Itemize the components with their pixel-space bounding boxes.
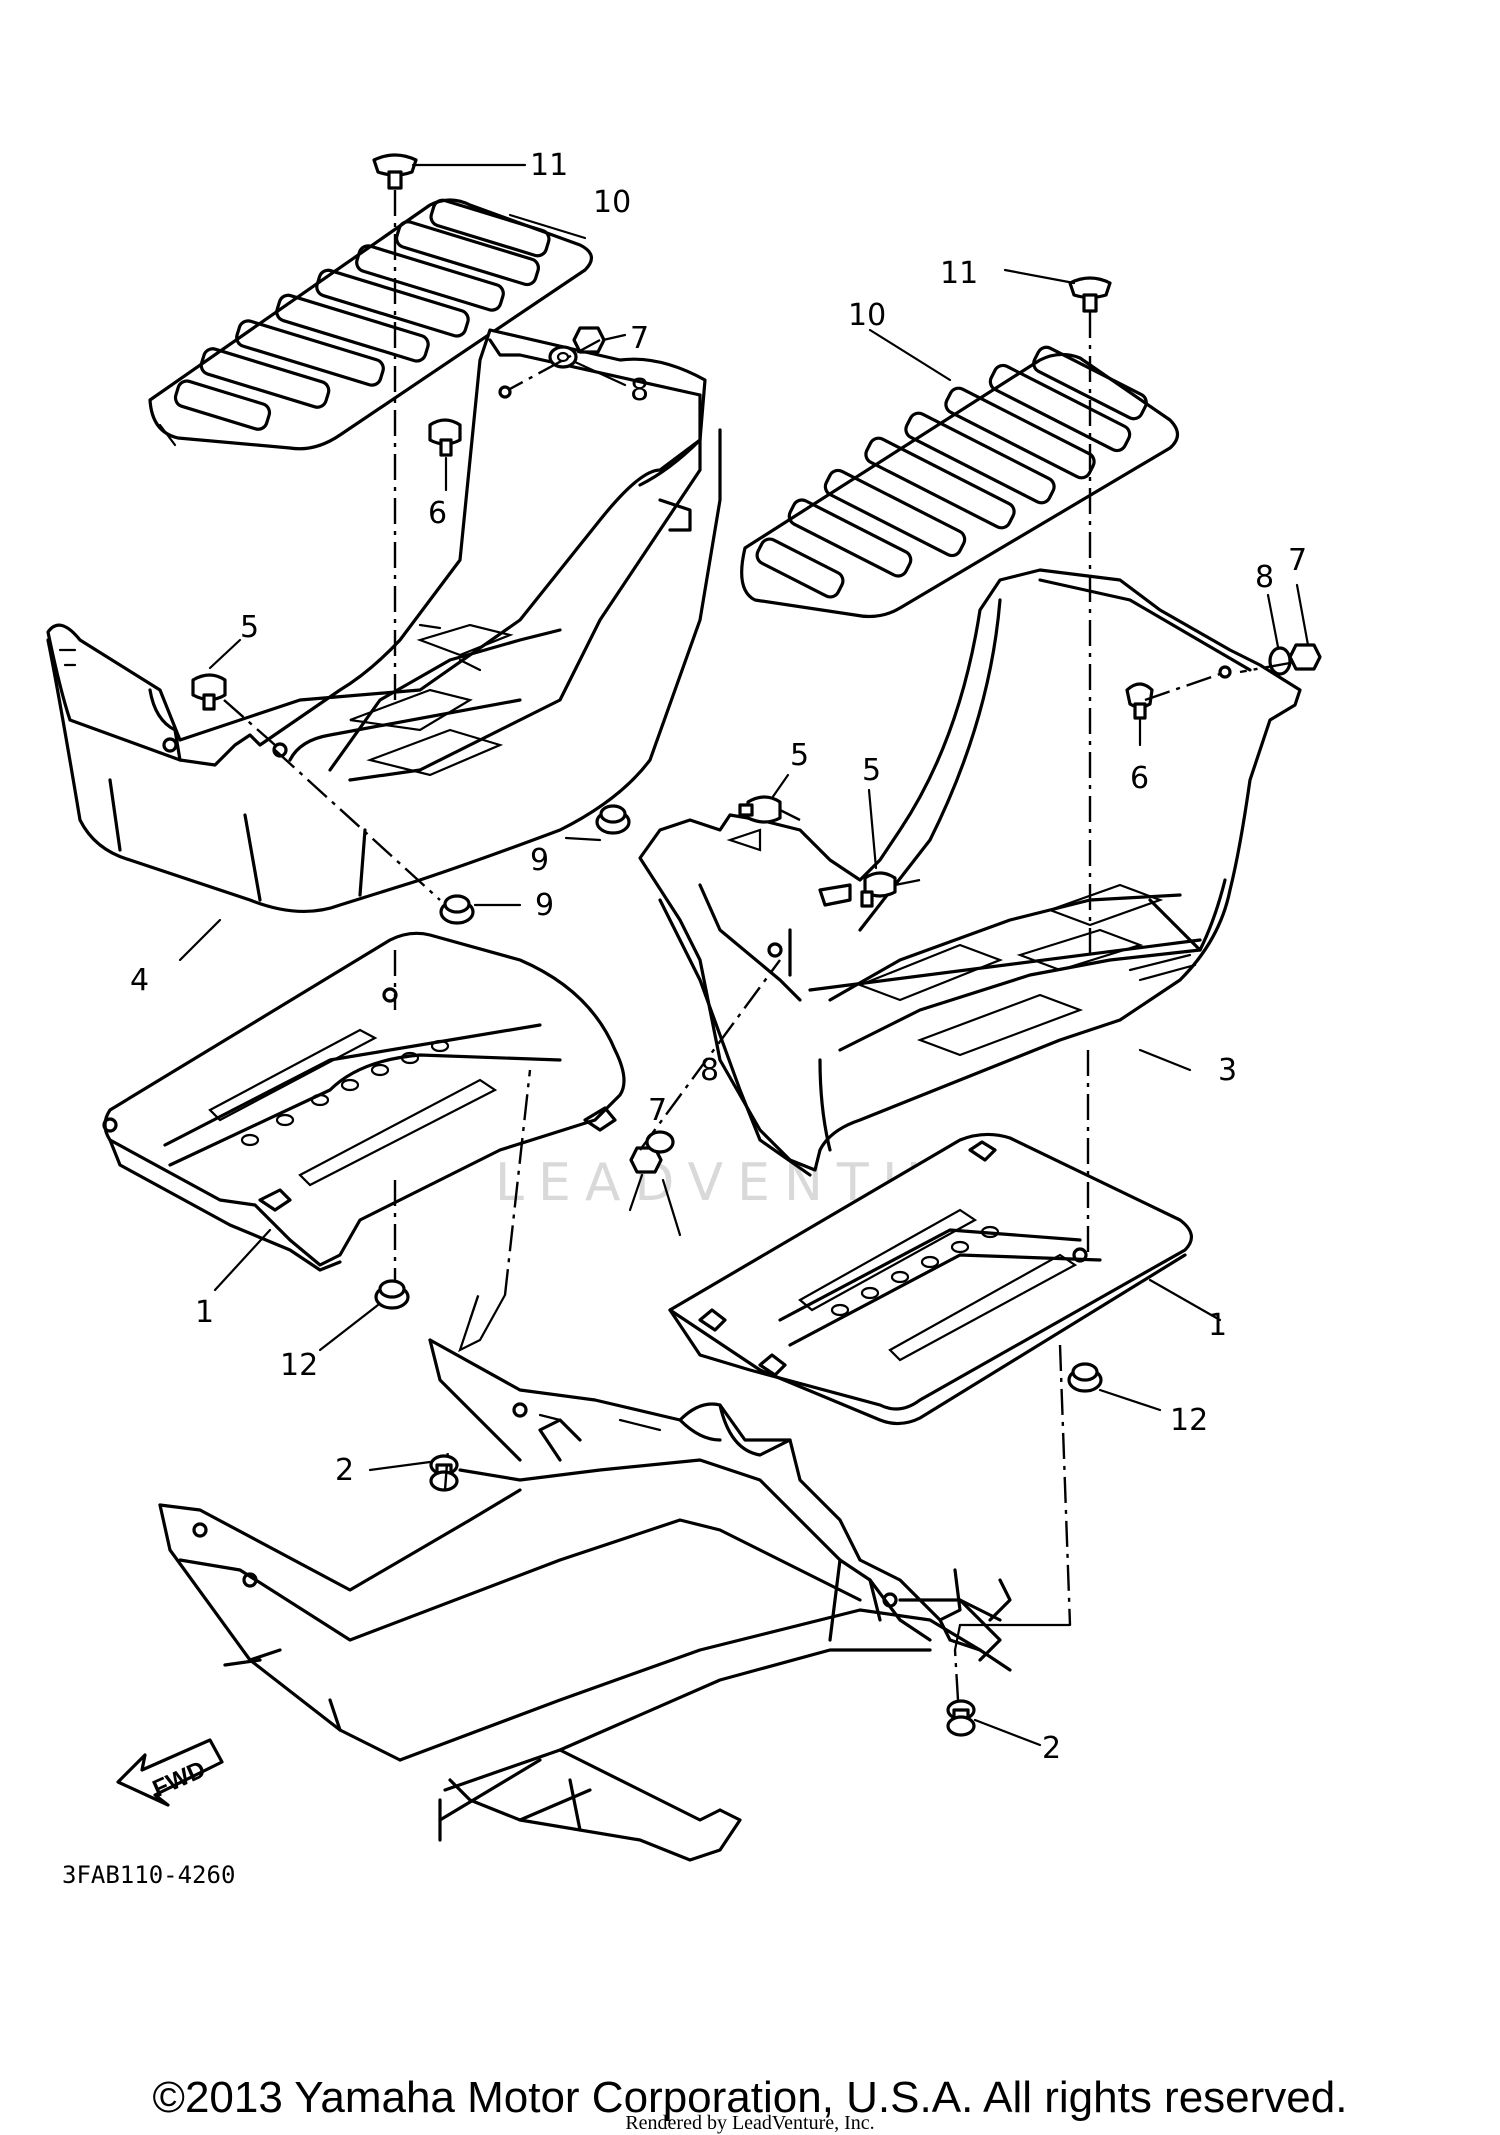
fasteners	[191, 153, 1322, 1737]
callout-12: 12	[1170, 1403, 1208, 1438]
callout-7: 7	[648, 1093, 667, 1128]
callout-8: 8	[630, 373, 649, 408]
callout-4: 4	[130, 963, 149, 998]
forward-arrow-icon: FWD	[116, 1738, 224, 1807]
left-footrest-board	[148, 198, 593, 451]
callout-9: 9	[530, 843, 549, 878]
callout-5: 5	[862, 753, 881, 788]
callout-5: 5	[240, 610, 259, 645]
frame	[158, 1338, 1012, 1862]
callout-12: 12	[280, 1348, 318, 1383]
callout-9: 9	[535, 888, 554, 923]
callout-3: 3	[1218, 1053, 1237, 1088]
callout-11: 11	[940, 256, 978, 291]
right-footrest-board	[740, 345, 1180, 619]
callout-11: 11	[530, 148, 568, 183]
callout-10: 10	[848, 298, 886, 333]
callout-5: 5	[790, 738, 809, 773]
rendered-by-credit: Rendered by LeadVenture, Inc.	[625, 2112, 875, 2134]
diagram-code: 3FAB110-4260	[62, 1861, 235, 1889]
callout-8: 8	[1255, 560, 1274, 595]
callout-1: 1	[1208, 1308, 1227, 1343]
callout-7: 7	[1288, 543, 1307, 578]
callout-2: 2	[1042, 1731, 1061, 1766]
callout-1: 1	[195, 1295, 214, 1330]
right-footrest-shell	[638, 568, 1302, 1177]
callout-7: 7	[630, 321, 649, 356]
left-footrest-shell	[46, 328, 722, 913]
callout-6: 6	[428, 496, 447, 531]
callout-6: 6	[1130, 761, 1149, 796]
leader-lines	[178, 163, 1310, 1747]
left-skid-plate	[102, 931, 626, 1272]
callout-labels: 11 10 7 8 6 5 9 9 4 11 10 8 7 6 5 5 3 8 …	[130, 148, 1307, 1766]
callout-8: 8	[700, 1053, 719, 1088]
right-skid-plate	[668, 1132, 1193, 1426]
copyright-notice: ©2013 Yamaha Motor Corporation, U.S.A. A…	[152, 2073, 1348, 2122]
callout-10: 10	[593, 185, 631, 220]
callout-2: 2	[335, 1453, 354, 1488]
alignment-lines	[223, 190, 1291, 1701]
